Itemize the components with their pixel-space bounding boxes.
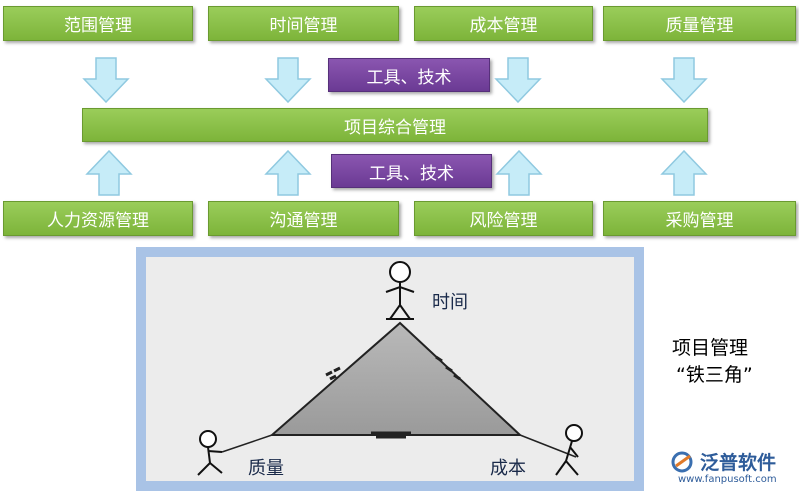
logo-url: www.fanpusoft.com xyxy=(678,474,777,485)
up-arrow-icon xyxy=(495,150,543,196)
tools-techniques-label-top: 工具、技术 xyxy=(328,58,490,92)
bottom-box-risk: 风险管理 xyxy=(414,201,593,236)
up-arrow-icon xyxy=(660,150,708,196)
up-arrow-icon xyxy=(85,150,133,196)
rope-left xyxy=(221,434,273,453)
top-box-quality: 质量管理 xyxy=(603,6,796,41)
stick-figure-left xyxy=(197,430,223,476)
triangle-label-quality: 质量 xyxy=(248,458,284,479)
logo-name: 泛普软件 xyxy=(700,452,777,474)
down-arrow-icon xyxy=(660,57,708,103)
bottom-box-hr: 人力资源管理 xyxy=(3,201,193,236)
bottom-box-procurement: 采购管理 xyxy=(603,201,796,236)
stick-figure-top xyxy=(385,261,415,320)
down-arrow-icon xyxy=(82,57,130,103)
up-arrow-icon xyxy=(264,150,312,196)
triangle-label-time: 时间 xyxy=(432,292,468,313)
rope-right xyxy=(519,434,577,458)
top-box-time: 时间管理 xyxy=(208,6,399,41)
fanpu-logo: 泛普软件 www.fanpusoft.com xyxy=(670,448,795,493)
down-arrow-icon xyxy=(264,57,312,103)
triangle-shape xyxy=(269,321,523,436)
stick-figure-right xyxy=(555,424,583,476)
fanpu-logo-icon xyxy=(671,451,693,473)
top-box-scope: 范围管理 xyxy=(3,6,193,41)
iron-triangle-illustration xyxy=(197,261,583,476)
tools-techniques-label-bottom: 工具、技术 xyxy=(331,154,492,188)
top-box-cost: 成本管理 xyxy=(414,6,593,41)
bottom-box-communication: 沟通管理 xyxy=(208,201,399,236)
down-arrow-icon xyxy=(494,57,542,103)
triangle-label-cost: 成本 xyxy=(490,458,526,479)
side-caption-line2: “铁三角” xyxy=(676,364,753,386)
integrated-management-bar: 项目综合管理 xyxy=(82,108,708,142)
side-caption-line1: 项目管理 xyxy=(672,337,749,359)
